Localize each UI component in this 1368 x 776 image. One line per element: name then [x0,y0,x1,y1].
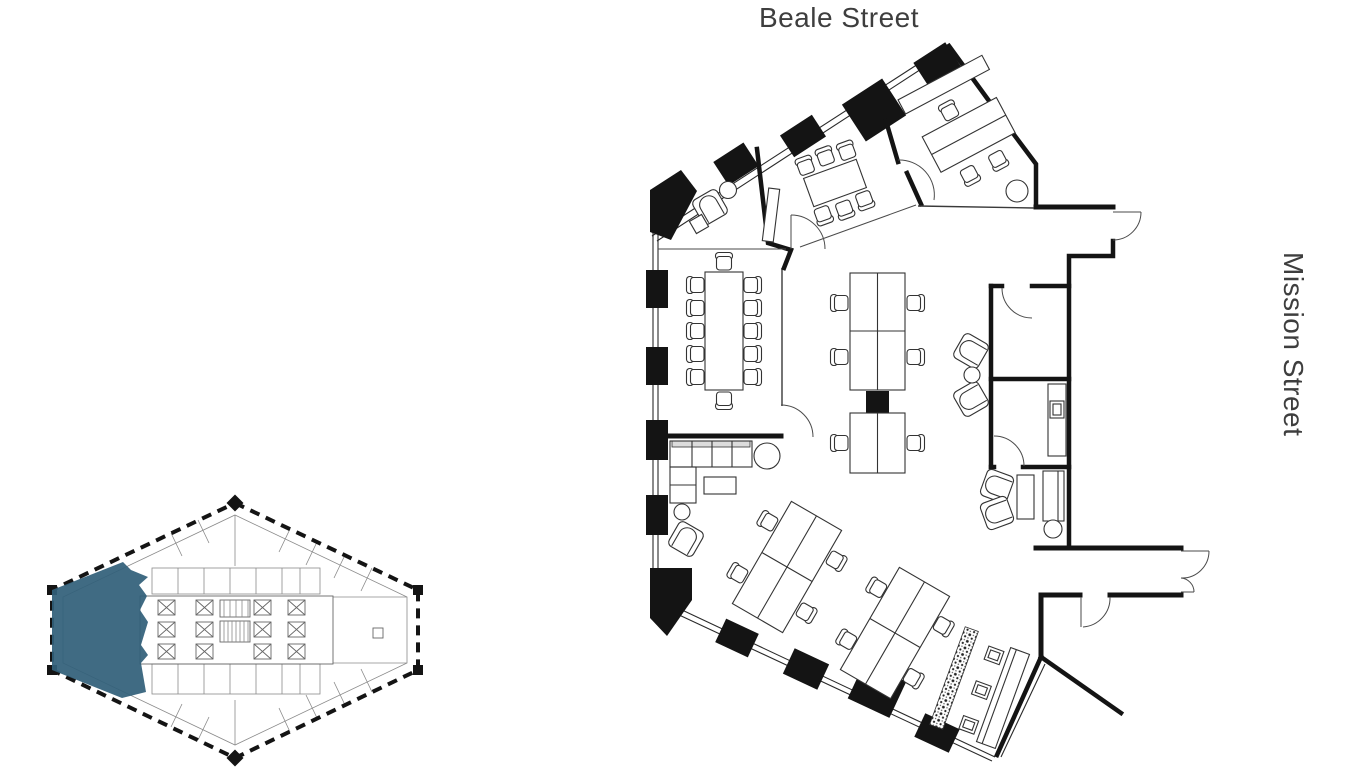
columns [646,42,963,753]
corner-office [688,180,781,243]
coffee-table [703,476,737,495]
private-office [897,54,1029,203]
side-table [673,503,691,521]
interior-walls [653,42,1184,758]
bar-counter [958,645,1031,750]
bar-area [929,626,1031,750]
conference-room [685,251,763,411]
credenza [761,187,781,243]
coffee-table [1016,474,1035,520]
doors [780,159,1210,628]
phone-rooms [951,331,1067,457]
highlighted-suite [52,562,148,698]
meeting-room-table [793,138,877,228]
building-core [139,595,384,665]
bench-desks [829,272,926,474]
desk-cluster-a [725,500,849,634]
beale-street-label: Beale Street [759,2,919,33]
main-floor-plan [646,42,1210,762]
tile-strip [929,626,979,730]
desk-cluster-b [834,566,956,700]
plant [753,442,781,470]
lounge-nook [978,467,1065,539]
plant [1005,179,1029,203]
printer-cabinet [866,391,889,413]
mission-street-label: Mission Street [1278,252,1309,436]
sofa [1042,470,1065,522]
lounge-area [666,440,781,559]
key-plan [47,494,423,767]
